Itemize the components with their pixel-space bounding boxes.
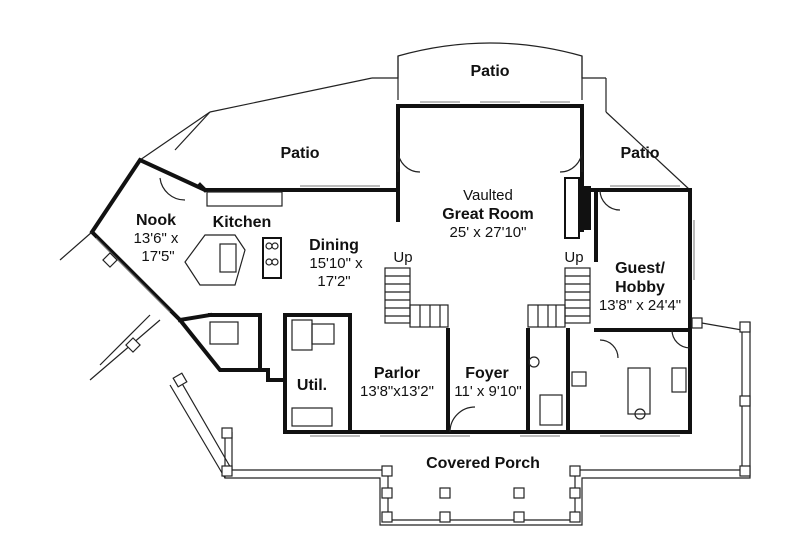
label-stairs-left-up: Up (393, 249, 412, 266)
label-nook-size2: 17'5" (141, 248, 174, 265)
label-patio-left: Patio (280, 145, 319, 162)
label-great-room-name: Great Room (442, 206, 534, 223)
stairs-right (527, 267, 591, 328)
label-parlor-name: Parlor (374, 365, 420, 382)
label-patio-top: Patio (470, 63, 509, 80)
porch-posts (102, 252, 751, 523)
windows (95, 101, 695, 437)
exterior-walls (89, 104, 692, 434)
stairs-left (384, 267, 449, 328)
interior-walls (177, 188, 692, 434)
label-stairs-right-up: Up (564, 249, 583, 266)
label-covered-porch: Covered Porch (426, 455, 540, 472)
patio-outline (139, 42, 691, 191)
label-patio-right: Patio (620, 145, 659, 162)
label-foyer-size: 11' x 9'10" (454, 383, 522, 400)
label-dining-size2: 17'2" (317, 273, 350, 290)
label-util: Util. (297, 377, 327, 394)
kitchen-fixtures (184, 191, 335, 427)
label-dining-size1: 15'10" x (309, 255, 363, 272)
label-nook-name: Nook (136, 212, 176, 229)
label-guest-line2: Hobby (615, 279, 665, 296)
bath-fixtures (528, 356, 687, 426)
fireplace (564, 177, 591, 239)
label-guest-line1: Guest/ (615, 260, 665, 277)
label-foyer-name: Foyer (465, 365, 509, 382)
label-kitchen: Kitchen (213, 214, 272, 231)
label-dining-name: Dining (309, 237, 359, 254)
label-great-room-size: 25' x 27'10" (450, 224, 527, 241)
label-nook-size1: 13'6" x (134, 230, 179, 247)
label-parlor-size: 13'8"x13'2" (360, 383, 434, 400)
door-swings (159, 149, 691, 433)
label-great-room-vaulted: Vaulted (463, 187, 513, 204)
label-guest-size: 13'8" x 24'4" (599, 297, 681, 314)
